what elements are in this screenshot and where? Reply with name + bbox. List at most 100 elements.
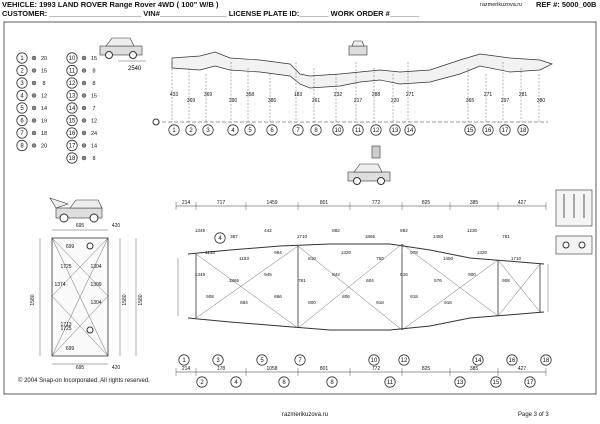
side-ref-14: 14 (404, 124, 416, 136)
front-car-icon (348, 40, 368, 56)
legend-ref-5: 5 (16, 102, 28, 114)
body-dim-11: 1304 (90, 300, 101, 306)
plan-bottom-ref-12-label: 12 (401, 358, 408, 364)
body-dim-5: 699 (66, 244, 75, 250)
plan-bottom-ref-14: 14 (472, 354, 484, 366)
plan-bottom-ref-5-label: 5 (260, 358, 264, 364)
plan-inner-dim-15: 750 (376, 256, 384, 261)
legend-ref-14-label: 14 (69, 106, 76, 112)
bolt-icon (81, 68, 87, 73)
side-ref-8: 8 (310, 124, 322, 136)
side-ref-17-label: 17 (502, 128, 509, 134)
plan-top-ref-4-label: 4 (218, 236, 222, 242)
bolt-icon (81, 118, 87, 123)
side-view: 2540 43336936939035838618326123221728822… (99, 37, 553, 136)
plan-inner-dim-20: 1349 (195, 272, 206, 277)
side-ref-4-label: 4 (231, 128, 235, 134)
plan-bottom-ref-2: 2 (196, 376, 208, 388)
side-ref-13-label: 13 (392, 128, 399, 134)
plan-inner-dim-9: 761 (502, 234, 510, 239)
plan-bottom-ref-1: 1 (178, 354, 190, 366)
body-dim-1: 420 (112, 223, 121, 229)
side-ref-14-label: 14 (407, 128, 414, 134)
plan-inner-dim-33: 800 (308, 300, 316, 305)
plan-inner-dim-17: 1450 (443, 256, 454, 261)
plan-inner-dim-31: 884 (240, 300, 248, 305)
legend-ref-1-label: 1 (20, 56, 24, 62)
legend-ref-2-label: 2 (20, 69, 24, 75)
plan-bottom-ref-16-label: 16 (509, 358, 516, 364)
body-dim-10: 1309 (90, 282, 101, 288)
plan-inner-dim-23: 761 (298, 278, 306, 283)
plan-top-dim-2: 1459 (266, 200, 277, 206)
height-dim-12: 271 (406, 92, 415, 98)
plan-bottom-dim-7: 427 (518, 366, 527, 372)
plan-top-dim-5: 825 (422, 200, 431, 206)
plan-inner-dim-25: 604 (366, 278, 374, 283)
body-dim-6: 1725 (60, 264, 71, 270)
legend-size-18: 8 (92, 156, 95, 162)
side-ref-15-label: 15 (467, 128, 474, 134)
plan-top-dim-0: 214 (182, 200, 191, 206)
plan-bottom-ref-12: 12 (398, 354, 410, 366)
page-number: Page 3 of 3 (518, 412, 549, 418)
plan-bottom-ref-11: 11 (384, 376, 396, 388)
customer-line: CUSTOMER: ______________________ VIN#___… (2, 9, 420, 18)
plan-top-dim-4: 772 (372, 200, 381, 206)
plan-bottom-ref-18-label: 18 (543, 358, 550, 364)
plan-frame-rail-lower (187, 311, 545, 331)
height-dim-8: 232 (334, 92, 343, 98)
plan-bottom-ref-1-label: 1 (182, 358, 186, 364)
plan-bottom-dim-0: 214 (182, 366, 191, 372)
body-dim-12: 1713 (60, 322, 71, 328)
legend-ref-11: 11 (66, 64, 78, 77)
plan-bottom-ref-6: 6 (278, 376, 290, 388)
body-dim-2: 1580 (30, 294, 36, 305)
legend-size-17: 14 (91, 144, 97, 150)
plan-frame-rail-upper (187, 243, 545, 265)
legend-ref-4-label: 4 (20, 94, 24, 100)
plan-top-dim-7: 427 (518, 200, 527, 206)
side-ref-13: 13 (389, 124, 401, 136)
body-dim-0: 695 (76, 223, 85, 229)
side-ref-18-label: 18 (520, 128, 527, 134)
side-ref-18: 18 (517, 124, 529, 136)
legend-size-1: 20 (41, 56, 47, 62)
side-ref-10: 10 (332, 124, 344, 136)
legend-size-16: 24 (91, 131, 97, 137)
cross-members (195, 244, 541, 330)
legend-ref-17: 17 (66, 139, 78, 152)
side-ref-15: 15 (464, 124, 476, 136)
legend-size-13: 15 (91, 94, 97, 100)
body-dim-14: 695 (76, 365, 85, 371)
plan-bottom-ref-10: 10 (368, 354, 380, 366)
height-dim-6: 183 (294, 92, 303, 98)
legend-ref-11-label: 11 (69, 69, 76, 75)
legend-size-6: 19 (41, 119, 47, 125)
wheelbase-label: 2540 (128, 66, 142, 72)
gauge-icon (555, 189, 593, 227)
plan-bottom-ref-7-label: 7 (298, 358, 302, 364)
plan-bottom-ref-15: 15 (490, 376, 502, 388)
plan-inner-dim-29: 908 (502, 278, 510, 283)
height-dim-14: 271 (484, 92, 493, 98)
plan-bottom-ref-17: 17 (524, 376, 536, 388)
side-ref-12: 12 (370, 124, 382, 136)
legend-size-4: 12 (41, 94, 47, 100)
legend-ref-12: 12 (66, 77, 78, 89)
height-dim-0: 433 (170, 92, 179, 98)
height-dim-10: 288 (372, 92, 381, 98)
vehicle-title: VEHICLE: 1993 LAND ROVER Range Rover 4WD… (2, 0, 219, 9)
legend-size-7: 18 (41, 131, 47, 137)
plan-inner-dim-22: 945 (264, 272, 272, 277)
legend-ref-18-label: 18 (69, 156, 76, 162)
legend-ref-17-label: 17 (69, 144, 76, 150)
plan-inner-dim-8: 1230 (467, 228, 478, 233)
plan-bottom-ref-4-label: 4 (234, 380, 238, 386)
height-dim-7: 261 (312, 98, 321, 104)
plan-top-ref-4: 4 (214, 232, 226, 244)
plan-inner-dim-34: 806 (342, 294, 350, 299)
legend-ref-3-label: 3 (20, 81, 24, 87)
